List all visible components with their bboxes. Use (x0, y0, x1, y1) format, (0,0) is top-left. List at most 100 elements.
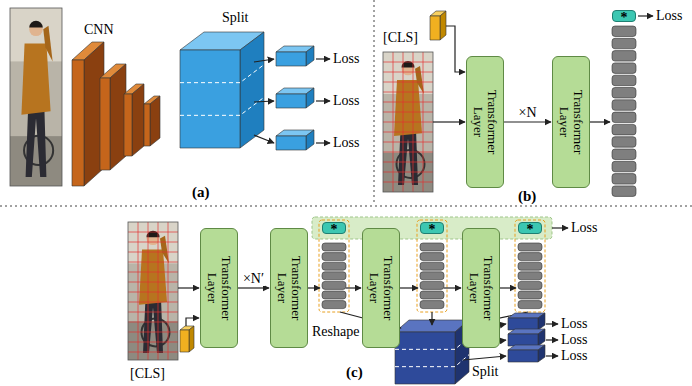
token-mark: * (331, 222, 338, 235)
grid-line (128, 352, 178, 353)
cube-front (124, 94, 132, 156)
figure-label: Loss (561, 332, 587, 348)
class-token: * (420, 222, 444, 234)
column-outline (417, 220, 447, 312)
grid-line (128, 242, 178, 243)
figure-label: [CLS] (130, 366, 165, 382)
input-arrow (178, 287, 199, 288)
grid-line (383, 92, 433, 93)
layer-name: Transformer Layer (467, 252, 495, 324)
token (612, 26, 636, 37)
transformer-layer: Transformer Layer (466, 56, 504, 188)
split-line (180, 65, 264, 83)
cube-side (538, 345, 545, 362)
reshaped-map (395, 320, 469, 384)
loss-arrow (316, 100, 330, 101)
cube-side (306, 46, 314, 66)
token (420, 272, 444, 280)
cube-side (240, 32, 264, 148)
part-feature (276, 46, 314, 66)
grid-line (128, 252, 178, 253)
layer-name: Transformer Layer (367, 252, 395, 324)
grid-line (148, 222, 149, 360)
cube-side (189, 326, 194, 352)
grid-line (383, 152, 433, 153)
grid-line (383, 62, 433, 63)
cube-side (440, 11, 446, 40)
token (518, 291, 542, 299)
cube-front (144, 104, 150, 146)
split-arrow (254, 59, 274, 62)
figure-label: Reshape (312, 324, 359, 340)
cnn-layer (72, 42, 104, 186)
figure-label: Loss (333, 51, 359, 67)
repeat-label: ×N (517, 105, 537, 120)
token (322, 291, 346, 299)
split-arrow (463, 356, 506, 360)
token-mark: * (621, 10, 628, 23)
cube-front (395, 332, 455, 384)
token (518, 253, 542, 261)
cube-front (508, 334, 538, 346)
figure-label: Loss (571, 220, 597, 236)
grid-line (383, 112, 433, 113)
cube-side (110, 64, 126, 170)
class-token: * (322, 222, 346, 234)
token (612, 100, 636, 111)
token (612, 88, 636, 99)
token (420, 243, 444, 251)
photo-ground (10, 136, 62, 186)
part-feature (508, 313, 545, 330)
figure-label: Loss (333, 135, 359, 151)
token (518, 301, 542, 309)
figure-label: Loss (561, 348, 587, 364)
figure-label: Split (222, 10, 248, 26)
grid-line (383, 72, 433, 73)
photo-border (383, 52, 433, 192)
photo-border (10, 8, 62, 186)
panel-label: (c) (346, 364, 363, 380)
token (612, 75, 636, 86)
flow-arrow (400, 287, 418, 288)
loss-arrow (316, 142, 330, 143)
split-line (395, 337, 469, 349)
cube-front (276, 52, 306, 66)
column-outline (515, 220, 545, 312)
token (518, 262, 542, 270)
token (612, 186, 636, 197)
grid-line (383, 102, 433, 103)
grid-line (128, 302, 178, 303)
cube-side (306, 88, 314, 108)
person-hair (29, 21, 43, 28)
split-line (395, 355, 469, 367)
cnn-layer (100, 64, 126, 170)
person-legs (143, 298, 163, 353)
connector-arrow (238, 287, 269, 288)
reshape-arrow (431, 312, 432, 325)
patch-grid (128, 222, 178, 360)
transformer-layer: Transformer Layer (200, 228, 238, 348)
token (612, 137, 636, 148)
token (322, 243, 346, 251)
input-arrow (433, 121, 465, 122)
token (420, 301, 444, 309)
person-jacket (21, 44, 50, 115)
flow-arrow (346, 287, 361, 288)
part-feature (508, 345, 545, 362)
cube-front (276, 94, 306, 108)
token (322, 281, 346, 289)
cls-token (430, 11, 446, 40)
panel-label: (b) (518, 188, 536, 204)
split-arrow (254, 135, 274, 143)
grid-line (128, 232, 178, 233)
person-jacket (139, 250, 167, 305)
photo-border (128, 222, 178, 360)
cube-front (180, 330, 189, 352)
part-feature (508, 329, 545, 346)
token-mark: * (527, 222, 534, 235)
loss-arrow (546, 323, 558, 324)
class-token: * (612, 10, 636, 22)
loss-arrow (638, 15, 653, 16)
